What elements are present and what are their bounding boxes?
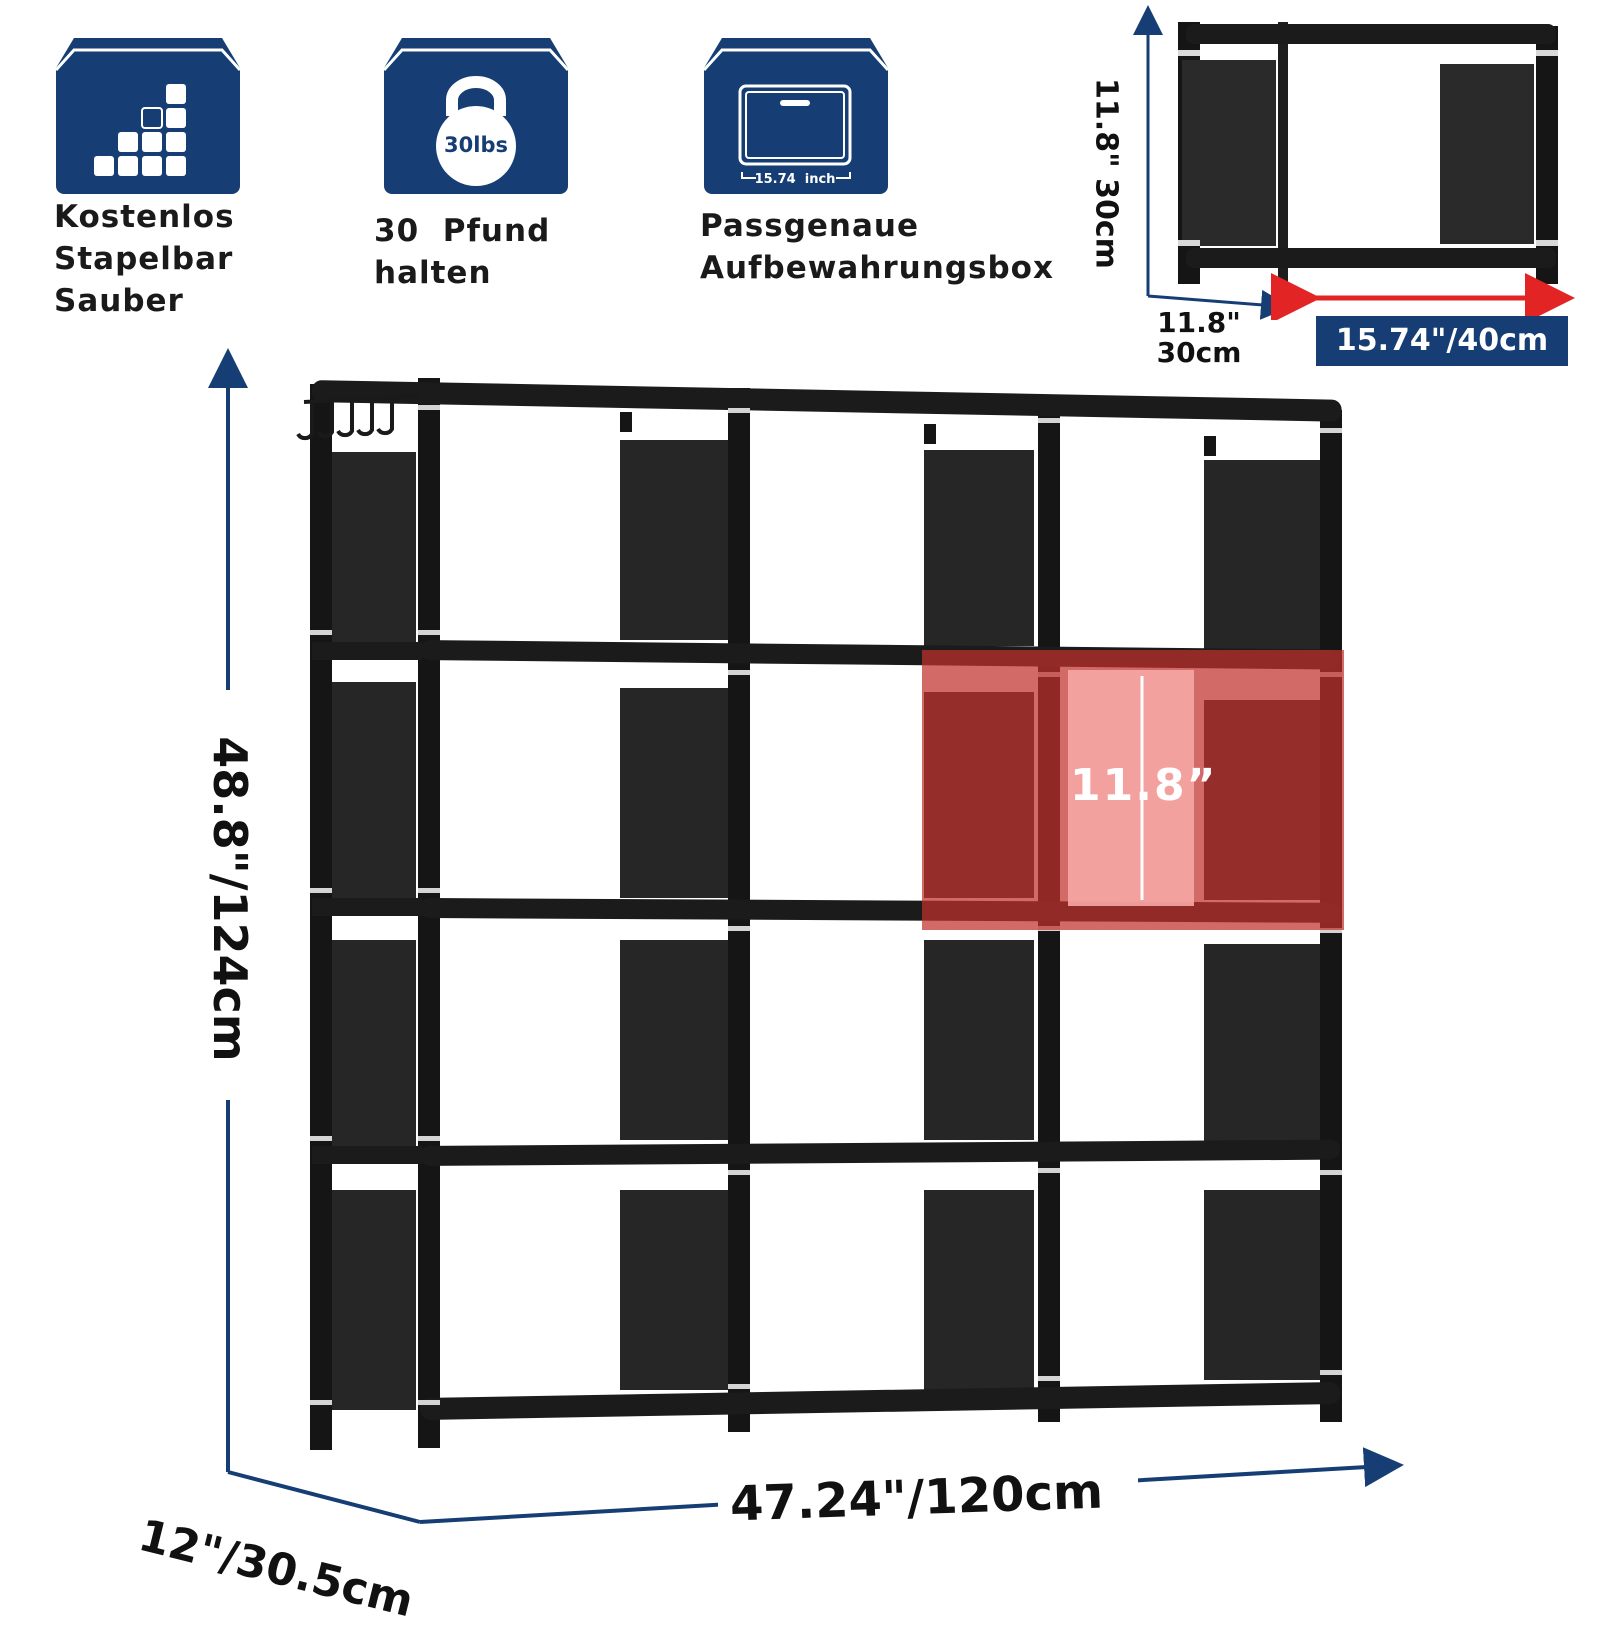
cube-height-label: 11.8”	[1070, 760, 1218, 811]
depth-arrow	[227, 1470, 421, 1524]
frame-bars	[311, 380, 1342, 1420]
feature-label-stackable: Kostenlos Stapelbar Sauber	[54, 199, 235, 319]
storage-box-icon	[738, 84, 852, 179]
single-module-diagram	[1133, 5, 1575, 320]
stack-blocks-icon	[94, 84, 186, 176]
kettlebell-icon	[436, 76, 516, 186]
kettlebell-label: 30lbs	[444, 133, 508, 157]
box-width-label: 15.74 inch	[755, 172, 836, 187]
module-frame	[1178, 22, 1558, 284]
highlighted-cube	[922, 650, 1344, 930]
module-depth-label: 11.8" 30cm	[1156, 306, 1242, 369]
height-label-mask	[200, 690, 256, 1100]
feature-badge-weight: 30lbs	[382, 38, 570, 196]
connector-rings	[310, 405, 1342, 1405]
feature-label-weight: 30 Pfund halten	[374, 213, 551, 291]
hook-rail-icon	[296, 394, 421, 441]
feature-badge-box: 15.74 inch	[702, 38, 890, 196]
module-width-label: 15.74"/40cm	[1316, 316, 1568, 366]
width-label-mask	[718, 1470, 1138, 1530]
feature-label-box: Passgenaue Aufbewahrungsbox	[700, 208, 1054, 286]
shelf-height-label: 48.8"/124cm	[203, 736, 257, 1062]
feature-badge-stackable	[54, 38, 242, 196]
